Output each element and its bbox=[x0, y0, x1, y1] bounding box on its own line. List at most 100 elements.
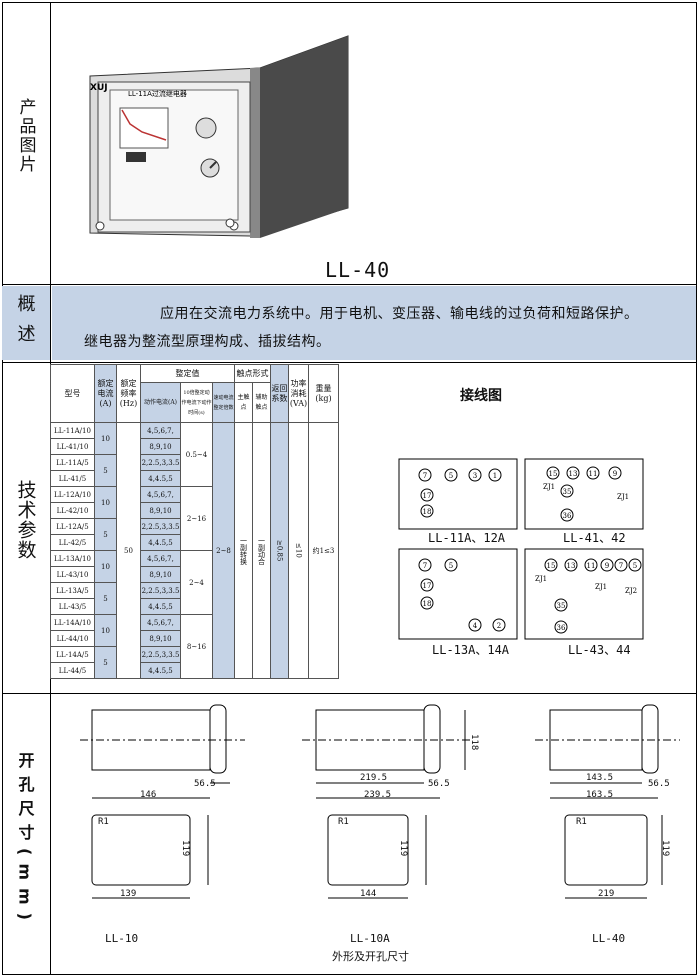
wiring-terminal bbox=[492, 618, 506, 632]
overview-line-1: 应用在交流电力系统中。用于电机、变压器、输电线的过负荷和短路保护。 bbox=[160, 306, 639, 322]
table-row: LL-41/10 8,9,10 bbox=[50, 438, 339, 455]
spec-table: 型号 额定电流(A) 额定频率(Hz) 整定值 触点形式 返回系数 功率消耗(V… bbox=[50, 364, 339, 679]
caption-ll10: LL-10 bbox=[105, 932, 139, 945]
cell-model: LL-13A/5 bbox=[50, 582, 95, 599]
th-aux-contact: 辅助触点 bbox=[252, 382, 271, 423]
wiring-terminal-label: 9 bbox=[613, 470, 617, 478]
cell-aux-contact: 一副动合 bbox=[252, 422, 271, 679]
wiring-terminal-label: 7 bbox=[423, 472, 427, 480]
wiring-terminal bbox=[554, 620, 568, 634]
wiring-terminal bbox=[418, 558, 432, 572]
product-photo: XUJ LL-11A过流继电器 bbox=[89, 35, 349, 238]
wiring-box bbox=[524, 458, 644, 530]
cell-model: LL-13A/10 bbox=[50, 550, 95, 567]
wiring-terminal bbox=[560, 508, 574, 522]
cell-main-contact: 一副转换 bbox=[234, 422, 253, 679]
cell-rated-freq: 50 bbox=[116, 422, 141, 679]
dim-ll10-body: 146 bbox=[140, 790, 157, 800]
th-main-contact: 主触点 bbox=[234, 382, 253, 423]
th-rated-current: 额定电流(A) bbox=[94, 364, 117, 423]
row-divider bbox=[2, 284, 697, 285]
dim-height-outline: 118 bbox=[469, 734, 479, 751]
cell-model: LL-44/5 bbox=[50, 662, 95, 679]
wiring-terminal-label: 5 bbox=[449, 472, 453, 480]
th-model: 型号 bbox=[50, 364, 95, 423]
wiring-terminal bbox=[560, 484, 574, 498]
wiring-terminal bbox=[420, 488, 434, 502]
dim-ll40-body: 143.5 bbox=[586, 773, 614, 783]
wiring-box bbox=[398, 548, 518, 640]
wiring-terminal-label: 9 bbox=[605, 562, 609, 570]
wiring-terminal bbox=[584, 558, 598, 572]
dim-cutout-height-3: 119 bbox=[660, 840, 670, 857]
wiring-terminal bbox=[444, 468, 458, 482]
cell-rated-current: 5 bbox=[94, 518, 117, 551]
wiring-terminal-label: 15 bbox=[547, 562, 556, 570]
cell-model: LL-11A/5 bbox=[50, 454, 95, 471]
cell-model: LL-41/5 bbox=[50, 470, 95, 487]
wiring-relay-label: ZJ2 bbox=[625, 587, 637, 595]
cell-action-current: 2,2.5,3,3.5 bbox=[140, 518, 181, 535]
wiring-terminal bbox=[468, 618, 482, 632]
wiring-relay-label: ZJ1 bbox=[617, 493, 629, 501]
cell-time-multiple: 0.5~4 bbox=[180, 422, 213, 487]
wiring-terminal bbox=[600, 558, 614, 572]
dim-ll40-cutout-w: 219 bbox=[598, 889, 615, 899]
cell-return-coef: ≥0.85 bbox=[270, 422, 289, 679]
wiring-terminal bbox=[586, 466, 600, 480]
wiring-caption-1: LL-11A、12A bbox=[428, 531, 506, 545]
wiring-relay-label: ZJ1 bbox=[543, 483, 555, 491]
cell-model: LL-12A/5 bbox=[50, 518, 95, 535]
cell-action-current: 4,4.5,5 bbox=[140, 534, 181, 551]
dim-ll40-depth: 56.5 bbox=[648, 779, 670, 789]
wiring-terminal-label: 15 bbox=[549, 470, 558, 478]
cell-action-current: 8,9,10 bbox=[140, 502, 181, 519]
dim-ll10a-body: 219.5 bbox=[360, 773, 388, 783]
cell-action-current: 2,2.5,3,3.5 bbox=[140, 646, 181, 663]
wiring-terminal-label: 36 bbox=[563, 512, 572, 520]
cell-power: ≤10 bbox=[288, 422, 309, 679]
wiring-terminal-label: 7 bbox=[423, 562, 427, 570]
wiring-caption-3: LL-13A、14A bbox=[432, 643, 510, 657]
overview-line-2: 继电器为整流型原理构成、插拔结构。 bbox=[84, 334, 331, 350]
photo-title: LL-11A过流继电器 bbox=[128, 89, 187, 98]
th-power: 功率消耗(VA) bbox=[288, 364, 309, 423]
cell-model: LL-42/5 bbox=[50, 534, 95, 551]
cell-weight: 约1≤3 bbox=[308, 422, 339, 679]
overview-panel bbox=[52, 286, 696, 360]
wiring-terminal-label: 2 bbox=[497, 622, 501, 630]
photo-brand: XUJ bbox=[90, 83, 108, 93]
wiring-caption-4: LL-43、44 bbox=[568, 643, 631, 657]
cell-model: LL-14A/10 bbox=[50, 614, 95, 631]
dim-ll40-total: 163.5 bbox=[586, 790, 614, 800]
th-quick-multiple: 速动电流整定倍数 bbox=[212, 382, 235, 423]
cell-rated-current: 5 bbox=[94, 454, 117, 487]
cell-model: LL-41/10 bbox=[50, 438, 95, 455]
section-label-overview: 概述 bbox=[14, 294, 36, 354]
wiring-box bbox=[524, 548, 644, 640]
cell-model: LL-11A/10 bbox=[50, 422, 95, 439]
caption-ll10a: LL-10A bbox=[350, 932, 390, 945]
cell-rated-current: 5 bbox=[94, 646, 117, 679]
wiring-terminal-label: 17 bbox=[423, 492, 432, 500]
wiring-title: 接线图 bbox=[460, 388, 502, 404]
th-return-coef: 返回系数 bbox=[270, 364, 289, 423]
wiring-terminal-label: 18 bbox=[423, 508, 432, 516]
cell-action-current: 4,5,6,7, bbox=[140, 422, 181, 439]
cell-action-current: 4,5,6,7, bbox=[140, 486, 181, 503]
cell-rated-current: 10 bbox=[94, 422, 117, 455]
cell-action-current: 8,9,10 bbox=[140, 438, 181, 455]
dim-ll10a-depth: 56.5 bbox=[428, 779, 450, 789]
cell-time-multiple: 2~16 bbox=[180, 486, 213, 551]
wiring-terminal bbox=[546, 466, 560, 480]
wiring-terminal-label: 7 bbox=[619, 562, 623, 570]
wiring-terminal bbox=[554, 598, 568, 612]
